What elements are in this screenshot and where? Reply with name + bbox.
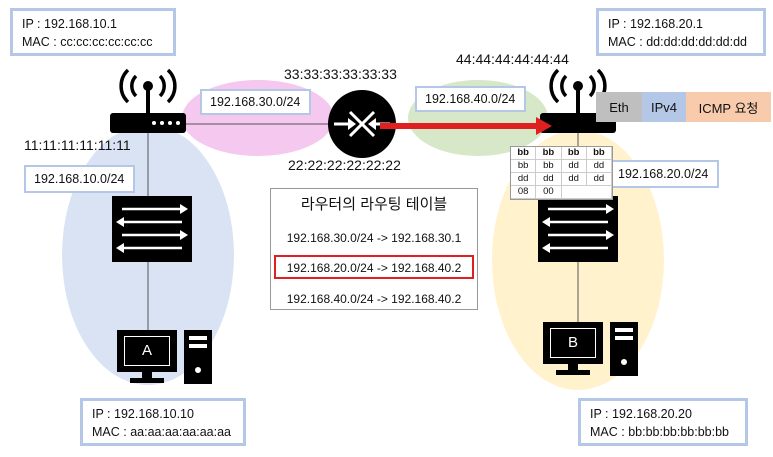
router-right-port-mac: 44:44:44:44:44:44 [456, 51, 569, 67]
packet-icmp-payload: ICMP 요청 [686, 92, 771, 122]
hex-cell: bb [561, 147, 587, 160]
hex-cell: dd [561, 173, 587, 186]
hex-cell: dd [586, 173, 612, 186]
packet-hex-dump: bb bb bb bb bb bb dd dd dd dd dd dd 08 0… [510, 146, 613, 200]
network-20-label: 192.168.20.0/24 [608, 160, 719, 188]
hex-cell: bb [511, 160, 537, 173]
pc-b-info: IP : 192.168.20.20 MAC : bb:bb:bb:bb:bb:… [578, 398, 748, 446]
hex-cell: bb [536, 160, 562, 173]
hex-cell: dd [586, 160, 612, 173]
router-right-mac: MAC : dd:dd:dd:dd:dd:dd [608, 35, 747, 49]
hex-cell: bb [511, 147, 537, 160]
core-router-mac-top: 33:33:33:33:33:33 [284, 66, 397, 82]
hex-cell: bb [536, 147, 562, 160]
pc-b-icon [543, 322, 638, 376]
switch-a-icon [112, 196, 192, 262]
routing-table: 라우터의 라우팅 테이블 192.168.30.0/24 -> 192.168.… [270, 188, 478, 310]
router-left-mac: MAC : cc:cc:cc:cc:cc:cc [22, 35, 153, 49]
switch-b-icon [538, 196, 618, 262]
hex-cell: dd [561, 160, 587, 173]
network-10-label: 192.168.10.0/24 [24, 165, 135, 193]
pc-a-label: A [142, 342, 153, 359]
pc-b-label: B [568, 334, 579, 351]
packet-eth-header: Eth [596, 92, 642, 122]
routing-table-row: 192.168.20.0/24 -> 192.168.40.2 [286, 261, 462, 275]
router-icon [328, 90, 396, 158]
router-left-ip: IP : 192.168.10.1 [22, 17, 117, 31]
network-30-label: 192.168.30.0/24 [200, 89, 311, 115]
pc-b-ip: IP : 192.168.20.20 [590, 407, 692, 421]
router-right-ip: IP : 192.168.20.1 [608, 17, 703, 31]
router-right-info: IP : 192.168.20.1 MAC : dd:dd:dd:dd:dd:d… [596, 8, 766, 56]
access-point-left-icon [110, 68, 186, 133]
hex-cell: 08 [511, 186, 537, 199]
pc-b-mac: MAC : bb:bb:bb:bb:bb:bb [590, 425, 729, 439]
route-arrow [380, 117, 552, 135]
hex-cell: bb [586, 147, 612, 160]
router-left-port-mac: 11:11:11:11:11:11 [24, 137, 131, 153]
hex-cell: 00 [536, 186, 562, 199]
pc-a-mac: MAC : aa:aa:aa:aa:aa:aa [92, 425, 231, 439]
routing-table-row: 192.168.30.0/24 -> 192.168.30.1 [286, 231, 462, 245]
pc-a-ip: IP : 192.168.10.10 [92, 407, 194, 421]
network-40-label: 192.168.40.0/24 [415, 86, 526, 112]
core-router-mac-bottom: 22:22:22:22:22:22 [288, 157, 401, 173]
pc-a-icon [117, 330, 212, 384]
routing-table-highlight [274, 255, 474, 279]
hex-cell: dd [511, 173, 537, 186]
hex-cell [561, 186, 612, 199]
hex-cell: dd [536, 173, 562, 186]
pc-a-info: IP : 192.168.10.10 MAC : aa:aa:aa:aa:aa:… [80, 398, 246, 446]
routing-table-title: 라우터의 라우팅 테이블 [300, 196, 448, 213]
packet-ipv4-header: IPv4 [642, 92, 686, 122]
router-left-info: IP : 192.168.10.1 MAC : cc:cc:cc:cc:cc:c… [10, 8, 176, 56]
routing-table-row: 192.168.40.0/24 -> 192.168.40.2 [286, 292, 462, 306]
